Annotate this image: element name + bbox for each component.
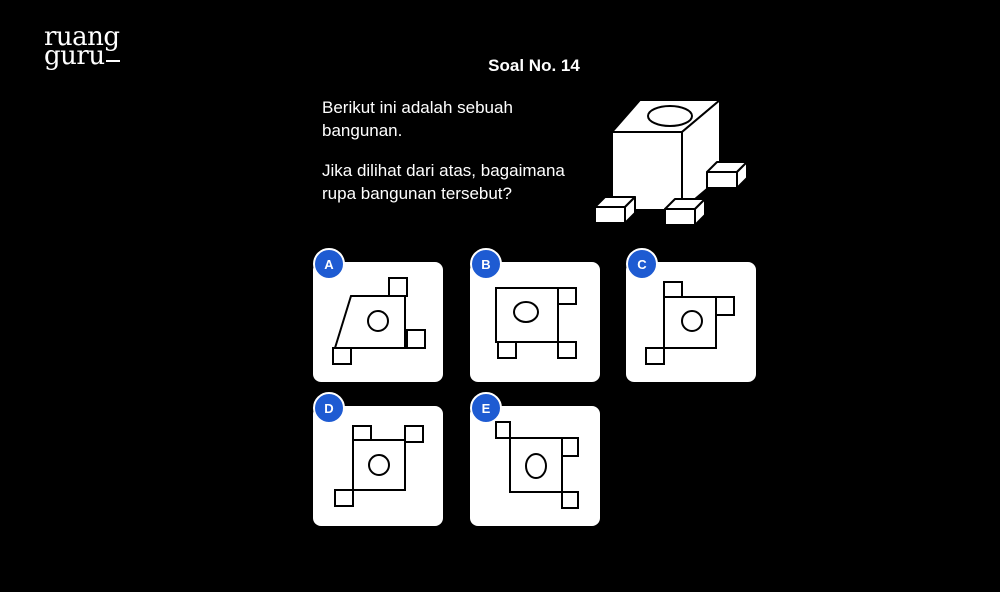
option-d-topview — [334, 425, 424, 507]
logo-line1: ruang — [44, 22, 120, 52]
ruangguru-logo: ruang guru — [44, 24, 120, 69]
option-b-topview — [495, 287, 577, 359]
question-line2: Jika dilihat dari atas, bagaimana rupa b… — [322, 161, 565, 203]
option-a-badge: A — [313, 248, 345, 280]
option-e-topview — [495, 421, 579, 509]
option-a-topview — [332, 277, 426, 365]
option-e-card[interactable] — [470, 406, 600, 526]
building-figure — [594, 99, 748, 226]
question-text: Berikut ini adalah sebuah bangunan. Jika… — [322, 96, 582, 222]
option-d-badge: D — [313, 392, 345, 424]
option-b-badge: B — [470, 248, 502, 280]
option-b-card[interactable] — [470, 262, 600, 382]
option-e-badge: E — [470, 392, 502, 424]
option-c-card[interactable] — [626, 262, 756, 382]
option-c-badge: C — [626, 248, 658, 280]
option-c-topview — [645, 281, 735, 365]
option-d-card[interactable] — [313, 406, 443, 526]
question-line1: Berikut ini adalah sebuah bangunan. — [322, 98, 513, 140]
logo-line2: guru — [44, 43, 120, 69]
option-a-card[interactable] — [313, 262, 443, 382]
question-number: Soal No. 14 — [488, 56, 580, 75]
